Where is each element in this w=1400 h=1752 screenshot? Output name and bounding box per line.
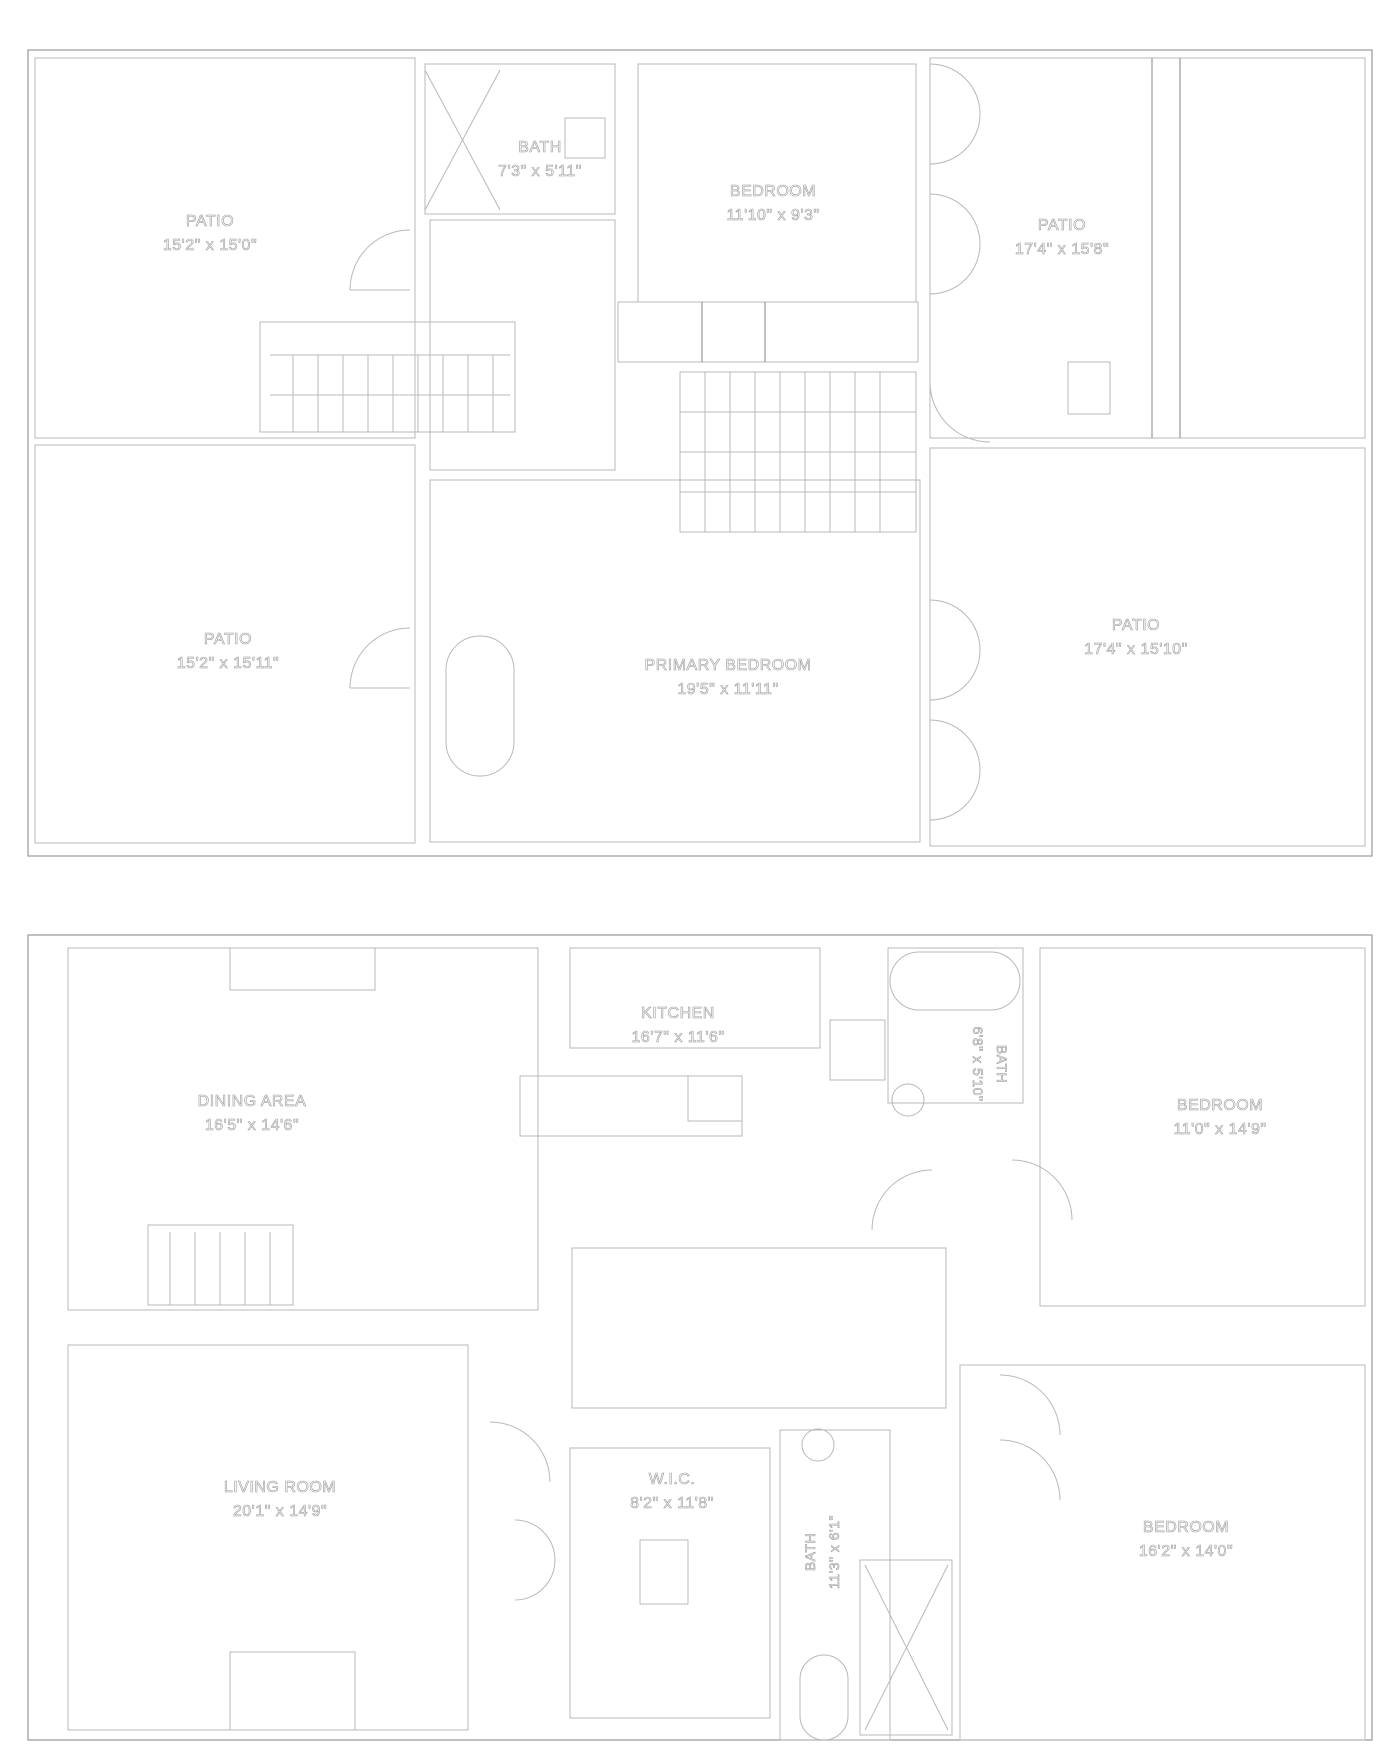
room-name: PATIO: [203, 631, 253, 649]
room-name: DINING AREA: [197, 1093, 307, 1111]
room-label-bath-lower-2: BATH 11'3" x 6'1": [798, 1515, 846, 1590]
room-label-patio-ne: PATIO 17'4" x 15'8": [1015, 214, 1109, 262]
room-dims: 19'5" x 11'11": [677, 681, 779, 699]
room-name: LIVING ROOM: [223, 1479, 337, 1497]
room-dims: 15'2" x 15'0": [162, 237, 258, 255]
room-label-primary-bedroom: PRIMARY BEDROOM 19'5" x 11'11": [644, 654, 812, 702]
room-dims: 11'3" x 6'1": [826, 1515, 843, 1590]
room-name: PATIO: [185, 213, 235, 231]
room-label-bath-upper: BATH 7'3" x 5'11": [498, 136, 582, 184]
room-label-patio-nw: PATIO 15'2" x 15'0": [163, 210, 257, 258]
room-name: BATH: [802, 1532, 819, 1572]
room-label-bedroom-southeast: BEDROOM 16'2" x 14'0": [1139, 1516, 1233, 1564]
room-name: PATIO: [1111, 617, 1161, 635]
room-name: PRIMARY BEDROOM: [644, 657, 812, 675]
room-label-wic: W.I.C. 8'2" x 11'8": [630, 1468, 714, 1516]
room-name: BEDROOM: [1176, 1097, 1264, 1115]
room-label-dining-area: DINING AREA 16'5" x 14'6": [197, 1090, 307, 1138]
lower-floor-walls: [27, 934, 1373, 1741]
room-dims: 8'2" x 11'8": [630, 1495, 714, 1513]
room-dims: 11'10" x 9'3": [726, 207, 820, 225]
room-name: KITCHEN: [641, 1005, 715, 1023]
room-name: W.I.C.: [648, 1471, 696, 1489]
room-name: PATIO: [1037, 217, 1087, 235]
room-name: BEDROOM: [729, 183, 817, 201]
room-name: BATH: [518, 139, 562, 157]
room-name: BATH: [994, 1044, 1011, 1084]
room-dims: 6'8" x 5'10": [970, 1026, 987, 1102]
room-dims: 16'2" x 14'0": [1138, 1543, 1234, 1561]
room-dims: 16'7" x 11'6": [631, 1029, 725, 1047]
room-label-bedroom-upper: BEDROOM 11'10" x 9'3": [726, 180, 819, 228]
room-label-living-room: LIVING ROOM 20'1" x 14'9": [224, 1476, 336, 1524]
room-dims: 20'1" x 14'9": [232, 1503, 328, 1521]
room-dims: 16'5" x 14'6": [204, 1117, 300, 1135]
room-label-patio-sw: PATIO 15'2" x 15'11": [176, 628, 280, 676]
room-dims: 17'4" x 15'10": [1084, 641, 1188, 659]
room-dims: 15'2" x 15'11": [176, 655, 280, 673]
room-dims: 11'0" x 14'9": [1173, 1121, 1267, 1139]
room-label-bath-lower-1: BATH 6'8" x 5'10": [966, 1026, 1014, 1102]
room-label-bedroom-east: BEDROOM 11'0" x 14'9": [1173, 1094, 1266, 1142]
room-dims: 17'4" x 15'8": [1014, 241, 1110, 259]
room-name: BEDROOM: [1142, 1519, 1230, 1537]
room-label-patio-se: PATIO 17'4" x 15'10": [1084, 614, 1188, 662]
room-dims: 7'3" x 5'11": [498, 163, 582, 181]
upper-floor-walls: [27, 49, 1373, 857]
room-label-kitchen: KITCHEN 16'7" x 11'6": [631, 1002, 724, 1050]
